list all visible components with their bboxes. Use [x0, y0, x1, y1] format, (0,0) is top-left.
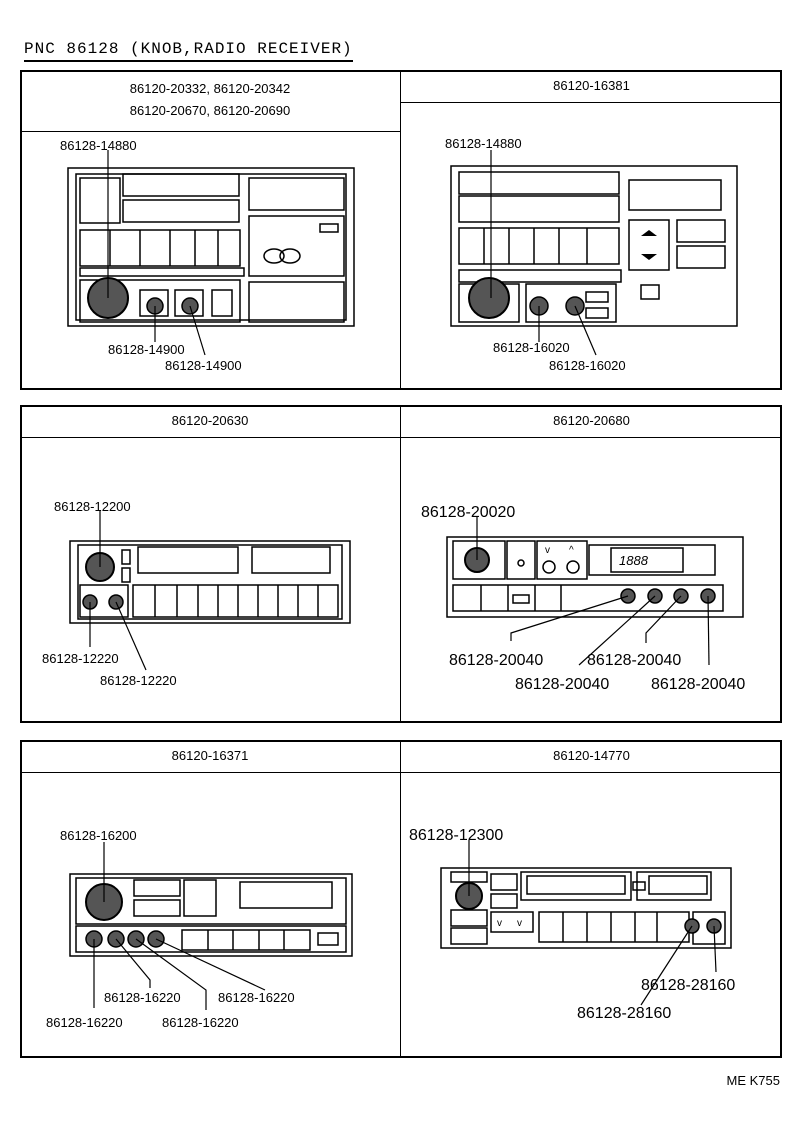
- page-title: PNC 86128 (KNOB,RADIO RECEIVER): [24, 40, 353, 62]
- part-label: 86128-14900: [108, 342, 185, 357]
- panel-86120-16381: 86120-16381: [401, 70, 782, 390]
- part-label: 86128-14880: [60, 138, 137, 153]
- svg-text:v: v: [545, 545, 550, 556]
- radio-diagram-1: 86128-14880 86128-14900 86128-14900: [60, 138, 355, 373]
- part-label: 86128-16220: [162, 1015, 239, 1030]
- svg-text:v: v: [497, 918, 502, 929]
- panel-header: 86120-20680: [401, 405, 782, 438]
- panel-86120-20680: 86120-20680 v ^ 1888: [401, 405, 782, 723]
- radio-diagram-3: 86128-12200 86128-12220 86128-12220: [42, 499, 351, 688]
- panel-86120-20630: 86120-20630 86128-12200 86128-12220: [20, 405, 401, 723]
- part-label: 86128-20020: [421, 504, 515, 521]
- radio-diagram-6: v v 86128-12300 86128-28160 86128-28160: [409, 827, 735, 1022]
- model-number: 86120-16371: [171, 748, 249, 763]
- middle-table: [20, 405, 782, 723]
- model-number: 86120-14770: [553, 748, 630, 763]
- model-number: 86120-20630: [171, 413, 249, 428]
- main-knob-icon: [468, 277, 510, 319]
- part-label: 86128-16020: [493, 340, 570, 355]
- part-label: 86128-20040: [449, 652, 543, 669]
- part-label: 86128-14880: [445, 136, 522, 151]
- panel-86120-16371: 86120-16371 86128-16200 86128: [20, 740, 401, 1058]
- svg-text:v: v: [517, 918, 522, 929]
- part-label: 86128-16220: [218, 990, 295, 1005]
- display-readout: 1888: [619, 553, 649, 568]
- part-label: 86128-20040: [651, 676, 745, 693]
- model-number: 86120-20680: [553, 413, 630, 428]
- part-label: 86128-12200: [54, 499, 131, 514]
- top-table: [20, 70, 782, 390]
- part-label: 86128-20040: [515, 676, 609, 693]
- part-label: 86128-12300: [409, 827, 503, 844]
- part-label: 86128-28160: [577, 1005, 671, 1022]
- radio-diagram-4: v ^ 1888 86128-20020 86128-20040 86128-2…: [421, 504, 745, 693]
- model-number: 86120-16381: [553, 78, 630, 93]
- part-label: 86128-16200: [60, 828, 137, 843]
- drawing-code: ME K755: [726, 1073, 780, 1088]
- panel-header: 86120-20630: [20, 405, 400, 438]
- part-label: 86128-20040: [587, 652, 681, 669]
- model-number: 86120-20670, 86120-20690: [129, 103, 291, 118]
- radio-diagram-5: 86128-16200 86128-16220 86128-16220 8612…: [46, 828, 353, 1030]
- part-label: 86128-16020: [549, 358, 626, 373]
- panel-86120-14770: 86120-14770 v v: [401, 740, 782, 1058]
- panel-header: 86120-16371: [20, 740, 400, 773]
- panel-header: 86120-20332, 86120-20342 86120-20670, 86…: [20, 70, 400, 132]
- part-label: 86128-16220: [46, 1015, 123, 1030]
- radio-diagram-2: 86128-14880 86128-16020 86128-16020: [445, 136, 738, 373]
- svg-text:^: ^: [569, 545, 574, 556]
- part-label: 86128-28160: [641, 977, 735, 994]
- part-label: 86128-16220: [104, 990, 181, 1005]
- model-number: 86120-20332, 86120-20342: [129, 81, 291, 96]
- panel-header: 86120-16381: [401, 70, 782, 103]
- part-label: 86128-12220: [42, 651, 119, 666]
- part-label: 86128-14900: [165, 358, 242, 373]
- panel-header: 86120-14770: [401, 740, 782, 773]
- part-label: 86128-12220: [100, 673, 177, 688]
- bottom-table: [20, 740, 782, 1058]
- panel-86120-20332: 86120-20332, 86120-20342 86120-20670, 86…: [20, 70, 401, 390]
